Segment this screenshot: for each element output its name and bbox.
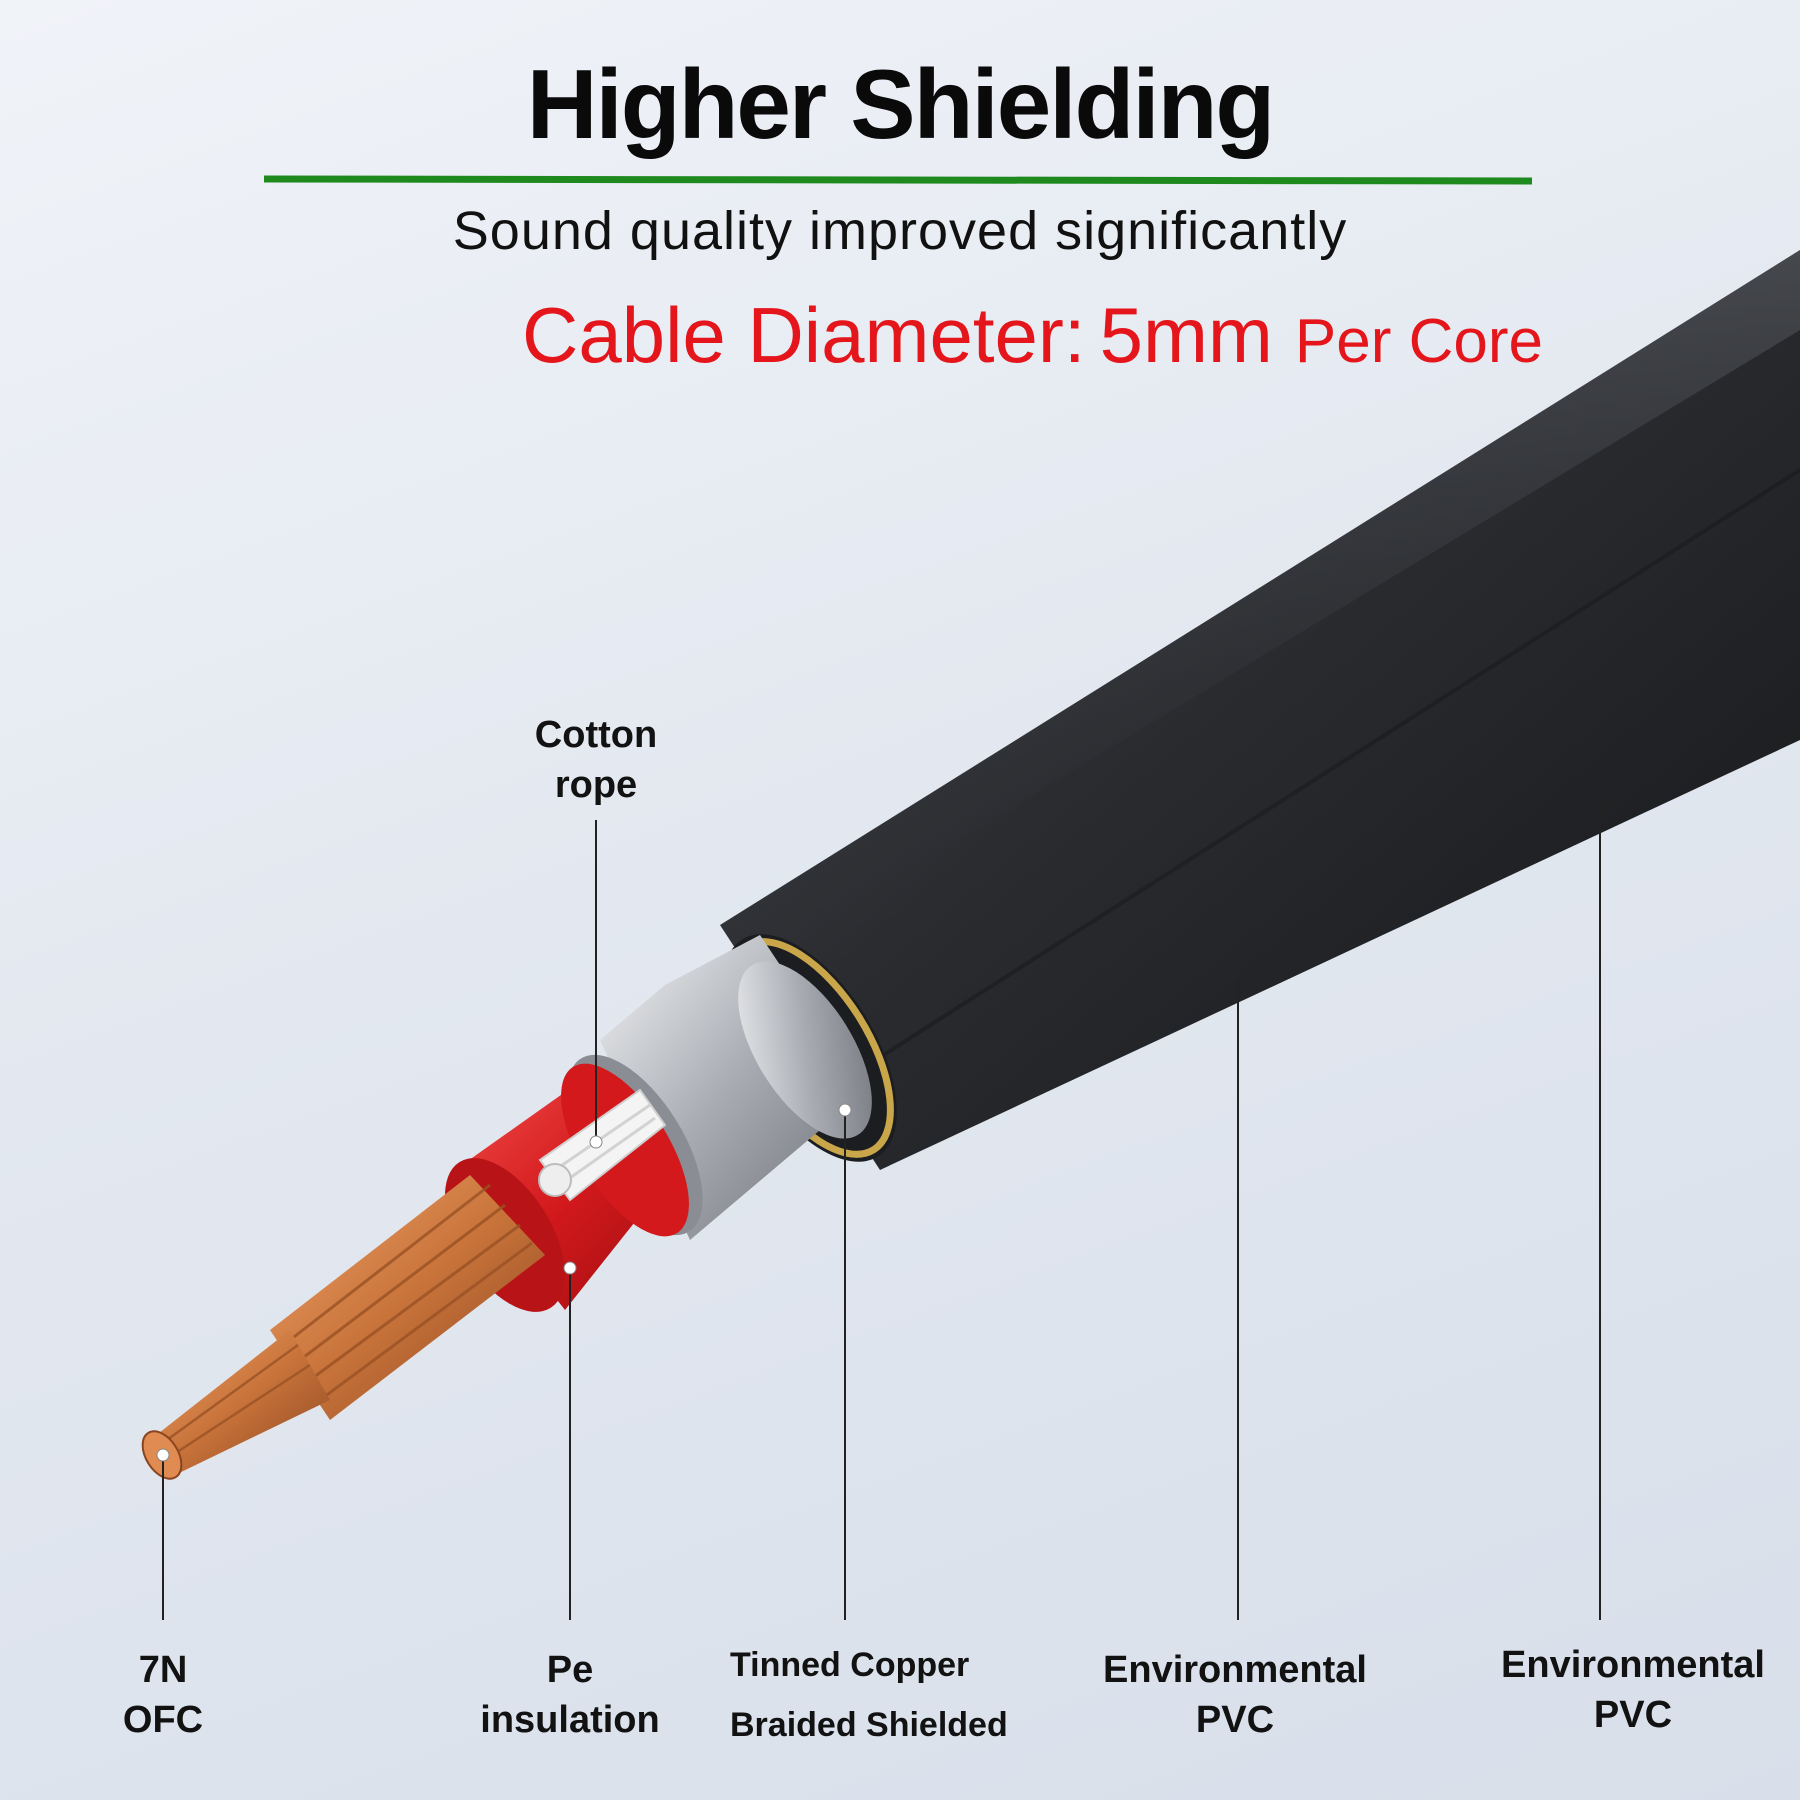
copper-conductor <box>141 1175 545 1480</box>
spec-label: Cable Diameter: <box>522 291 1086 379</box>
cable-diameter-spec: Cable Diameter:5mm Per Core <box>522 290 1543 381</box>
spec-value: 5mm <box>1099 291 1273 379</box>
leader-lines <box>162 765 1601 1620</box>
title-divider-line <box>263 175 1533 185</box>
spec-unit: Per Core <box>1294 307 1543 376</box>
page-subtitle: Sound quality improved significantly <box>452 201 1348 261</box>
cotton-rope <box>538 1088 667 1202</box>
page-title: Higher Shielding <box>526 49 1276 159</box>
leader-dots <box>156 1103 852 1462</box>
